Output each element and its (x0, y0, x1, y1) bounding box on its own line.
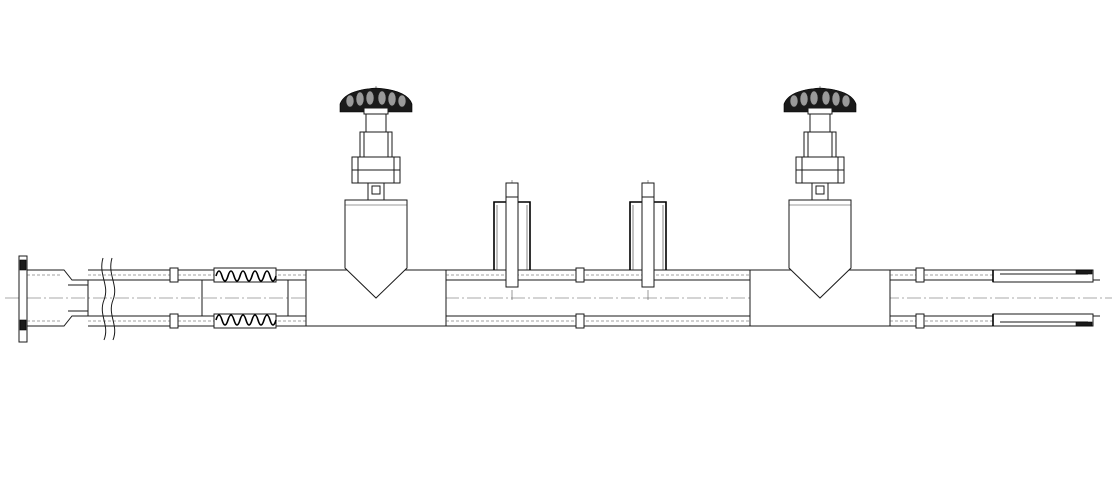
pipe-section-left (88, 257, 306, 341)
bellows (213, 267, 277, 329)
break-line (101, 257, 107, 341)
globe-valve-right (783, 86, 857, 300)
handwheel-icon (339, 87, 413, 115)
pipe-section-right (890, 267, 1100, 329)
pipe-section-middle (446, 267, 750, 329)
sensor-port-right (629, 180, 667, 300)
handwheel-icon (783, 87, 857, 115)
end-insert (992, 269, 1094, 327)
sensor-port-left (493, 180, 531, 300)
end-flange (18, 255, 89, 343)
globe-valve-left (339, 86, 413, 300)
